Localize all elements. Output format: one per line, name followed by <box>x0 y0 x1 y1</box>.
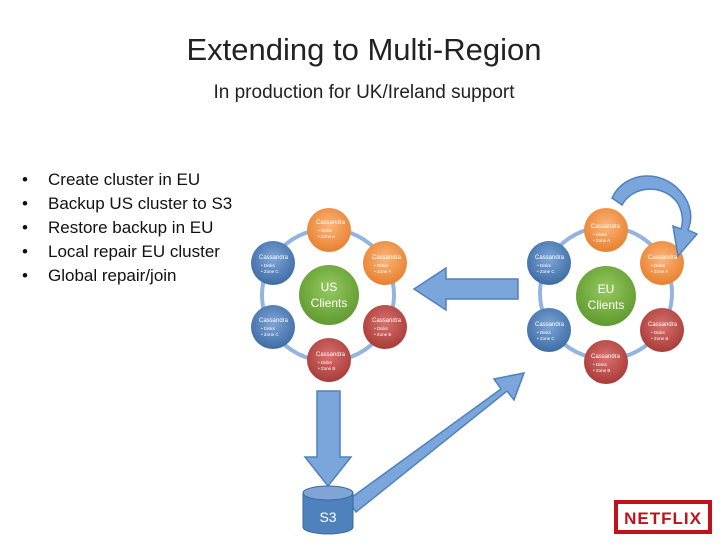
s3-label: S3 <box>319 509 336 525</box>
eu-node-zone-a-right: Cassandra • Disks • Zone A <box>640 241 684 285</box>
svg-text:Cassandra: Cassandra <box>372 318 402 324</box>
svg-text:EU: EU <box>598 282 615 296</box>
svg-text:US: US <box>321 280 338 294</box>
us-node-zone-b-right: Cassandra • Disks • Zone B <box>363 305 407 349</box>
svg-text:Clients: Clients <box>311 296 348 310</box>
arrow-left-icon <box>412 266 519 312</box>
us-node-zone-b-bottom: Cassandra • Disks • Zone B <box>307 338 351 382</box>
us-node-zone-c-left-bottom: Cassandra • Disks • Zone C <box>251 305 295 349</box>
eu-node-zone-a-top: Cassandra • Disks • Zone A <box>584 208 628 252</box>
arrow-down-icon <box>303 390 353 488</box>
svg-text:• Disks: • Disks <box>537 263 552 268</box>
svg-text:• Zone A: • Zone A <box>318 234 335 239</box>
us-node-zone-a-right: Cassandra • Disks • Zone A <box>363 241 407 285</box>
svg-text:Clients: Clients <box>588 298 625 312</box>
svg-text:• Disks: • Disks <box>593 362 608 367</box>
svg-text:Cassandra: Cassandra <box>316 220 346 226</box>
svg-text:Cassandra: Cassandra <box>259 255 289 261</box>
bullet-list: Create cluster in EU Backup US cluster t… <box>22 168 232 288</box>
svg-text:• Disks: • Disks <box>651 263 666 268</box>
svg-text:• Disks: • Disks <box>593 232 608 237</box>
logo-text: NETFLIX <box>624 509 702 528</box>
svg-text:• Zone B: • Zone B <box>374 332 391 337</box>
bullet-item: Global repair/join <box>22 264 232 288</box>
svg-text:• Disks: • Disks <box>261 263 276 268</box>
s3-storage: S3 <box>302 485 354 535</box>
eu-cluster-ring: Cassandra • Disks • Zone A Cassandra • D… <box>527 208 684 384</box>
eu-node-zone-c-left-top: Cassandra • Disks • Zone C <box>527 241 571 285</box>
svg-text:• Zone C: • Zone C <box>537 269 555 274</box>
svg-text:• Disks: • Disks <box>651 330 666 335</box>
svg-text:• Zone A: • Zone A <box>593 238 610 243</box>
eu-clients-node: EU Clients <box>576 266 636 326</box>
slide-title: Extending to Multi-Region <box>186 32 542 67</box>
svg-text:Cassandra: Cassandra <box>372 255 402 261</box>
eu-node-zone-b-right: Cassandra • Disks • Zone B <box>640 308 684 352</box>
bullet-item: Backup US cluster to S3 <box>22 192 232 216</box>
svg-text:• Disks: • Disks <box>374 326 389 331</box>
netflix-logo: NETFLIX <box>614 500 712 534</box>
svg-text:• Zone A: • Zone A <box>651 269 668 274</box>
svg-text:• Zone A: • Zone A <box>374 269 391 274</box>
svg-text:• Zone C: • Zone C <box>261 332 279 337</box>
bullet-item: Local repair EU cluster <box>22 240 232 264</box>
svg-text:Cassandra: Cassandra <box>535 255 565 261</box>
svg-text:Cassandra: Cassandra <box>591 224 621 230</box>
svg-text:Cassandra: Cassandra <box>316 352 346 358</box>
us-node-zone-c-left-top: Cassandra • Disks • Zone C <box>251 241 295 285</box>
arrow-diagonal-icon <box>346 372 526 514</box>
svg-text:• Disks: • Disks <box>318 228 333 233</box>
svg-text:• Disks: • Disks <box>374 263 389 268</box>
bullet-item: Restore backup in EU <box>22 216 232 240</box>
svg-text:• Disks: • Disks <box>318 360 333 365</box>
svg-text:Cassandra: Cassandra <box>591 354 621 360</box>
svg-text:• Zone B: • Zone B <box>318 366 335 371</box>
us-node-zone-a-top: Cassandra • Disks • Zone A <box>307 208 351 252</box>
repair-loop-arrow-icon <box>611 175 699 258</box>
eu-node-zone-c-left-bottom: Cassandra • Disks • Zone C <box>527 308 571 352</box>
svg-text:• Zone B: • Zone B <box>593 368 610 373</box>
svg-text:• Zone C: • Zone C <box>261 269 279 274</box>
svg-text:• Zone C: • Zone C <box>537 336 555 341</box>
svg-text:• Zone B: • Zone B <box>651 336 668 341</box>
slide-subtitle: In production for UK/Ireland support <box>213 82 515 103</box>
bullet-item: Create cluster in EU <box>22 168 232 192</box>
us-cluster-ring: Cassandra • Disks • Zone A Cassandra • D… <box>251 208 407 382</box>
svg-text:Cassandra: Cassandra <box>259 318 289 324</box>
us-clients-node: US Clients <box>299 265 359 325</box>
eu-node-zone-b-bottom: Cassandra • Disks • Zone B <box>584 340 628 384</box>
svg-text:Cassandra: Cassandra <box>648 322 678 328</box>
svg-text:Cassandra: Cassandra <box>535 322 565 328</box>
svg-text:• Disks: • Disks <box>261 326 276 331</box>
svg-text:Cassandra: Cassandra <box>648 255 678 261</box>
svg-text:• Disks: • Disks <box>537 330 552 335</box>
